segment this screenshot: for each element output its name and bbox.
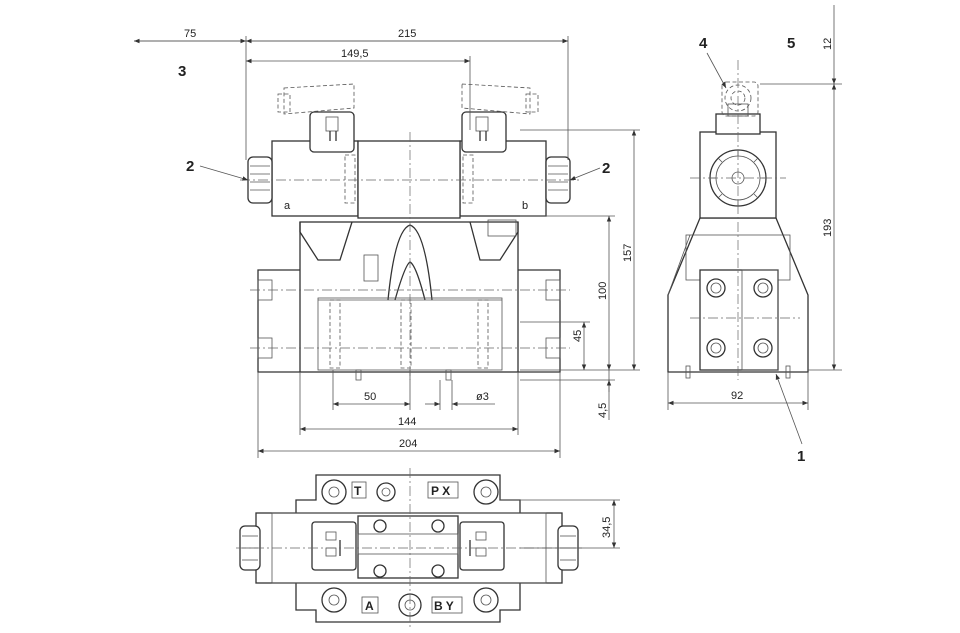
connector-b	[461, 111, 507, 153]
right-flange	[518, 269, 561, 373]
dim-204: 204	[399, 438, 417, 450]
callout-2-left: 2	[186, 158, 194, 175]
dim-157: 157	[622, 244, 634, 262]
connector-a	[309, 111, 355, 153]
dim-4-5: 4,5	[597, 403, 609, 418]
dim-75: 75	[184, 28, 196, 40]
dim-50: 50	[364, 391, 376, 403]
callout-4: 4	[699, 35, 708, 52]
dim-34-5: 34,5	[601, 517, 613, 538]
front-callouts: 3 2 2	[178, 63, 610, 181]
callout-1: 1	[797, 448, 805, 465]
port-label-t: T	[354, 484, 362, 498]
front-dimensions: 75 215 149,5 157 100 45 4,5 50 ø3	[134, 28, 640, 458]
dim-144: 144	[398, 416, 416, 428]
side-callouts: 4 5 1	[699, 35, 805, 465]
dim-100: 100	[597, 282, 609, 300]
dim-149-5: 149,5	[341, 48, 369, 60]
callout-5: 5	[787, 35, 795, 52]
dim-phi3: ø3	[476, 391, 489, 403]
side-view	[667, 60, 809, 380]
callout-2-right: 2	[602, 160, 610, 177]
side-connector-dashed	[721, 81, 759, 117]
dim-92: 92	[731, 390, 743, 402]
side-subplate	[699, 269, 779, 371]
dim-193: 193	[822, 219, 834, 237]
pilot-body	[357, 140, 461, 219]
port-label-a: A	[365, 599, 374, 613]
dim-45: 45	[572, 330, 584, 342]
top-view: T P X A B Y	[236, 468, 582, 628]
solenoid-label-b: b	[522, 200, 528, 212]
side-dimensions: 12 193 92	[667, 5, 842, 410]
solenoid-b-housing	[459, 140, 547, 217]
top-dimensions: 34,5	[500, 499, 620, 549]
port-label-px: P X	[431, 484, 450, 498]
solenoid-label-a: a	[284, 200, 291, 212]
callout-3: 3	[178, 63, 186, 80]
dim-12: 12	[822, 38, 834, 50]
port-label-by: B Y	[434, 599, 454, 613]
dim-215: 215	[398, 28, 416, 40]
left-flange	[257, 269, 300, 373]
main-body	[299, 221, 519, 373]
front-view: a b	[240, 83, 580, 381]
